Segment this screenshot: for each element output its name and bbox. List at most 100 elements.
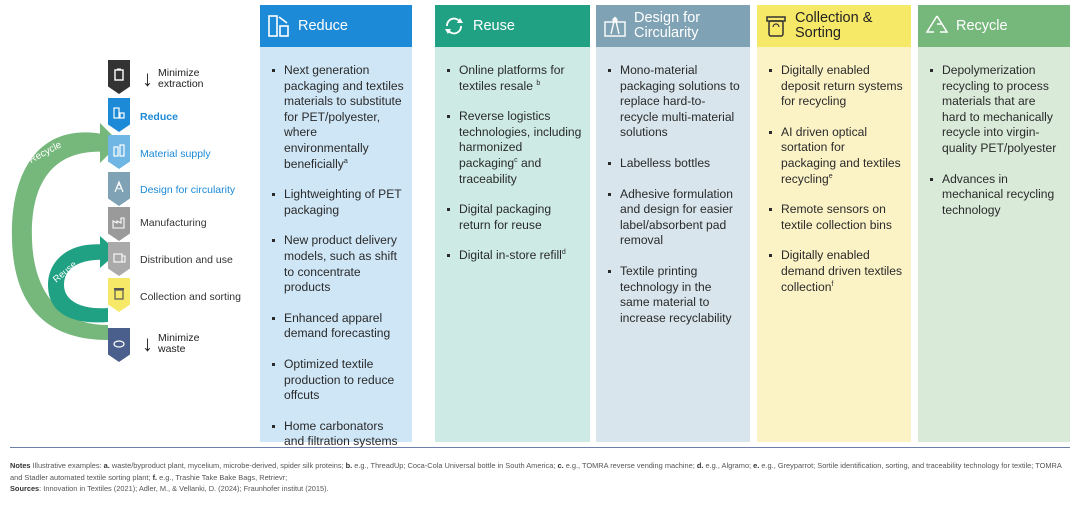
bullet-item: Digital in-store refilld xyxy=(445,248,582,264)
note-key: c. xyxy=(557,461,564,470)
waste-stage-arrow xyxy=(108,328,130,362)
notes-items: a. waste/byproduct plant, mycelium, micr… xyxy=(10,461,1061,482)
package-icon xyxy=(266,13,292,39)
bullet-item: Digitally enabled demand driven textiles… xyxy=(767,248,903,295)
column-reduce: Reduce Next generation packaging and tex… xyxy=(260,5,412,448)
footnote-marker: e xyxy=(828,172,833,180)
bullet-item: Reverse logistics technologies, includin… xyxy=(445,109,582,187)
note-key: a. xyxy=(103,461,110,470)
note-key: d. xyxy=(696,461,704,470)
stage-arrow-distribution xyxy=(108,242,130,276)
column-recycle: Recycle Depolymerization recycling to pr… xyxy=(918,5,1070,442)
bullet-item: Online platforms for textiles resale b xyxy=(445,63,582,94)
footnote-marker: c xyxy=(514,156,518,164)
lifecycle-loops: Recycle Reuse xyxy=(11,123,120,340)
stage-label-collection: Collection and sorting xyxy=(140,291,241,303)
note-value: e.g., Algramo; xyxy=(703,461,754,470)
extraction-stage-arrow xyxy=(108,60,130,94)
bullet-item: Labelless bottles xyxy=(606,156,742,172)
bullet-item: Textile printing technology in the same … xyxy=(606,264,742,326)
bottles-icon xyxy=(113,144,125,157)
stage-arrow-design xyxy=(108,172,130,206)
recycle-loop-arc xyxy=(11,132,108,340)
bullet-item: Digitally enabled deposit return systems… xyxy=(767,63,903,110)
waste-pile-icon xyxy=(113,340,125,348)
column-title: Design for Circularity xyxy=(634,10,701,41)
bullet-list: Next generation packaging and textiles m… xyxy=(270,63,404,450)
notes-line: Notes Illustrative examples: a. waste/by… xyxy=(10,460,1070,483)
footer-divider xyxy=(10,447,1070,448)
bin-icon xyxy=(114,288,124,300)
stage-arrow-collection xyxy=(108,278,130,312)
bullet-item: Digital packaging return for reuse xyxy=(445,202,582,233)
sources-line: Sources: Innovation in Textiles (2021); … xyxy=(10,483,1070,495)
stage-arrow-material-supply xyxy=(108,135,130,169)
footnote-marker: b xyxy=(536,79,541,87)
stage-label-distribution: Distribution and use xyxy=(140,254,233,266)
note-value: e.g., Greyparrot; Sortile identification… xyxy=(10,461,1062,482)
circular-arrows-icon xyxy=(441,13,467,39)
reuse-loop-arc xyxy=(48,244,108,323)
note-key: b. xyxy=(345,461,353,470)
minimize-waste: ↓ Minimize waste xyxy=(142,333,208,355)
bullet-item: Optimized textile production to reduce o… xyxy=(270,357,404,404)
bullet-item: Enhanced apparel demand forecasting xyxy=(270,311,404,342)
column-design: Design for Circularity Mono-material pac… xyxy=(596,5,750,442)
note-value: e.g., Trashie Take Bake Bags, Retrievr; xyxy=(157,472,288,482)
minimize-extraction: ↓ Minimize extraction xyxy=(142,68,228,90)
sources-label: Sources xyxy=(10,484,40,493)
notes-label: Notes xyxy=(10,461,31,470)
stage-arrow-manufacturing xyxy=(108,207,130,241)
design-tools-icon xyxy=(602,13,628,39)
delivery-icon xyxy=(113,253,126,263)
package-icon xyxy=(113,107,125,119)
stage-label-reduce: Reduce xyxy=(140,111,178,123)
column-header-recycle: Recycle xyxy=(918,5,1070,47)
notes-intro: Illustrative examples: xyxy=(30,461,104,470)
bullet-item: Remote sensors on textile collection bin… xyxy=(767,202,903,233)
stage-label-material-supply: Material supply xyxy=(140,148,211,160)
bullet-item: New product delivery models, such as shi… xyxy=(270,233,404,295)
column-title: Recycle xyxy=(956,17,1008,34)
bullet-list: Digitally enabled deposit return systems… xyxy=(767,63,903,295)
down-arrow-icon: ↓ xyxy=(142,331,153,356)
stage-label-design: Design for circularity xyxy=(140,184,236,196)
factory-icon xyxy=(112,217,125,229)
bullet-item: Depolymerization recycling to process ma… xyxy=(928,63,1062,157)
lifecycle-diagram: Recycle Reuse ↓ Minimize extraction Redu… xyxy=(0,40,260,380)
sources-text: : Innovation in Textiles (2021); Adler, … xyxy=(39,484,329,493)
bullet-item: Next generation packaging and textiles m… xyxy=(270,63,404,172)
footer-notes: Notes Illustrative examples: a. waste/by… xyxy=(10,460,1070,495)
column-title: Reduce xyxy=(298,17,348,34)
column-collection: Collection & Sorting Digitally enabled d… xyxy=(757,5,911,442)
note-value: e.g., TOMRA reverse vending machine; xyxy=(563,461,697,470)
bullet-list: Depolymerization recycling to process ma… xyxy=(928,63,1062,218)
bin-icon xyxy=(763,13,789,39)
down-arrow-icon: ↓ xyxy=(142,66,153,91)
column-header-reuse: Reuse xyxy=(435,5,590,47)
bullet-item: AI driven optical sortation for packagin… xyxy=(767,125,903,187)
column-header-design: Design for Circularity xyxy=(596,5,750,47)
bullet-item: Lightweighting of PET packaging xyxy=(270,187,404,218)
note-value: waste/byproduct plant, mycelium, microbe… xyxy=(109,461,346,470)
note-key: f. xyxy=(152,472,158,482)
stage-label-manufacturing: Manufacturing xyxy=(140,217,207,229)
column-title: Collection & Sorting xyxy=(795,10,873,41)
column-reuse: Reuse Online platforms for textiles resa… xyxy=(435,5,590,442)
bullet-list: Online platforms for textiles resale b Re… xyxy=(445,63,582,264)
minimize-extraction-label: Minimize extraction xyxy=(158,67,204,90)
bullet-item: Mono-material packaging solutions to rep… xyxy=(606,63,742,141)
note-key: e. xyxy=(753,461,760,470)
footnote-marker: a xyxy=(343,157,348,165)
column-title: Reuse xyxy=(473,17,515,34)
recycle-icon xyxy=(924,13,950,39)
column-header-collection: Collection & Sorting xyxy=(757,5,911,47)
bullet-item: Adhesive formulation and design for easi… xyxy=(606,187,742,249)
note-value: e.g., ThreadUp; Coca-Cola Universal bott… xyxy=(352,461,558,470)
footnote-marker: f xyxy=(831,280,834,288)
bullet-item: Home carbonators and filtration systems xyxy=(270,419,404,450)
footnote-marker: d xyxy=(561,249,566,257)
column-header-reduce: Reduce xyxy=(260,5,412,47)
bullet-list: Mono-material packaging solutions to rep… xyxy=(606,63,742,326)
bullet-item: Advances in mechanical recycling technol… xyxy=(928,172,1062,219)
